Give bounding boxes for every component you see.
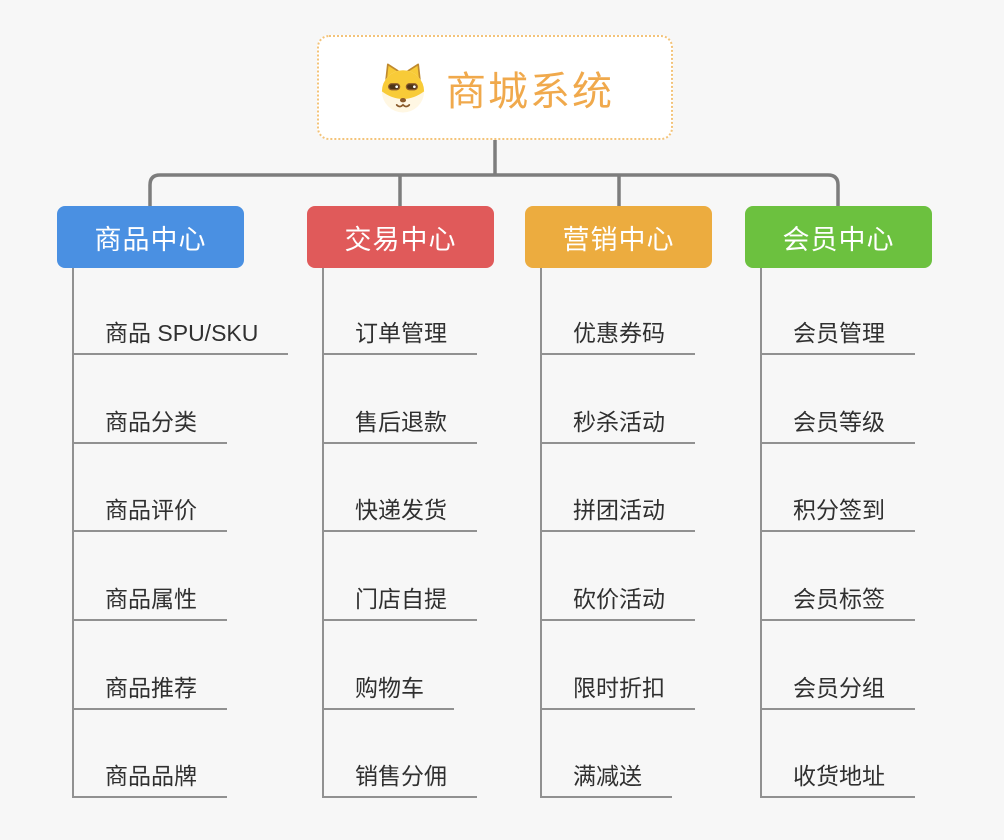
topic-item[interactable]: 商品品牌 [72,765,227,798]
topic-item[interactable]: 会员等级 [760,411,915,444]
branch-marketing-center: 营销中心 优惠券码 秒杀活动 拼团活动 砍价活动 限时折扣 满减送 [525,206,712,798]
topic-item[interactable]: 商品推荐 [72,677,227,710]
branch-node-marketing-center[interactable]: 营销中心 [525,206,712,268]
topic-item[interactable]: 拼团活动 [540,499,695,532]
branch-product-center: 商品中心 商品 SPU/SKU 商品分类 商品评价 商品属性 商品推荐 商品品牌 [57,206,289,798]
branch-node-trade-center[interactable]: 交易中心 [307,206,494,268]
branch-node-member-center[interactable]: 会员中心 [745,206,932,268]
topic-item[interactable]: 会员标签 [760,588,915,621]
topic-item[interactable]: 砍价活动 [540,588,695,621]
topic-item[interactable]: 售后退款 [322,411,477,444]
branch-line [322,268,324,798]
topic-item[interactable]: 商品属性 [72,588,227,621]
topic-item[interactable]: 订单管理 [322,322,477,355]
topic-item[interactable]: 收货地址 [760,765,915,798]
topic-item[interactable]: 秒杀活动 [540,411,695,444]
branch-line [760,268,762,798]
topic-item[interactable]: 门店自提 [322,588,477,621]
topic-item[interactable]: 积分签到 [760,499,915,532]
topic-item[interactable]: 优惠券码 [540,322,695,355]
topic-item[interactable]: 商品评价 [72,499,227,532]
topic-item[interactable]: 会员分组 [760,677,915,710]
root-title: 商城系统 [446,69,614,114]
topic-item[interactable]: 购物车 [322,677,454,710]
topic-item[interactable]: 商品 SPU/SKU [72,322,289,355]
topic-item[interactable]: 商品分类 [72,411,227,444]
root-node[interactable]: 商城系统 [317,35,673,140]
topic-item[interactable]: 限时折扣 [540,677,695,710]
branch-trade-center: 交易中心 订单管理 售后退款 快递发货 门店自提 购物车 销售分佣 [307,206,494,798]
branch-node-product-center[interactable]: 商品中心 [57,206,244,268]
topic-item[interactable]: 快递发货 [322,499,477,532]
topic-item[interactable]: 销售分佣 [322,765,477,798]
branch-member-center: 会员中心 会员管理 会员等级 积分签到 会员标签 会员分组 收货地址 [745,206,932,798]
topic-item[interactable]: 满减送 [540,765,672,798]
topic-item[interactable]: 会员管理 [760,322,915,355]
branch-line [72,268,74,798]
dog-face-icon [376,61,430,115]
branch-line [540,268,542,798]
